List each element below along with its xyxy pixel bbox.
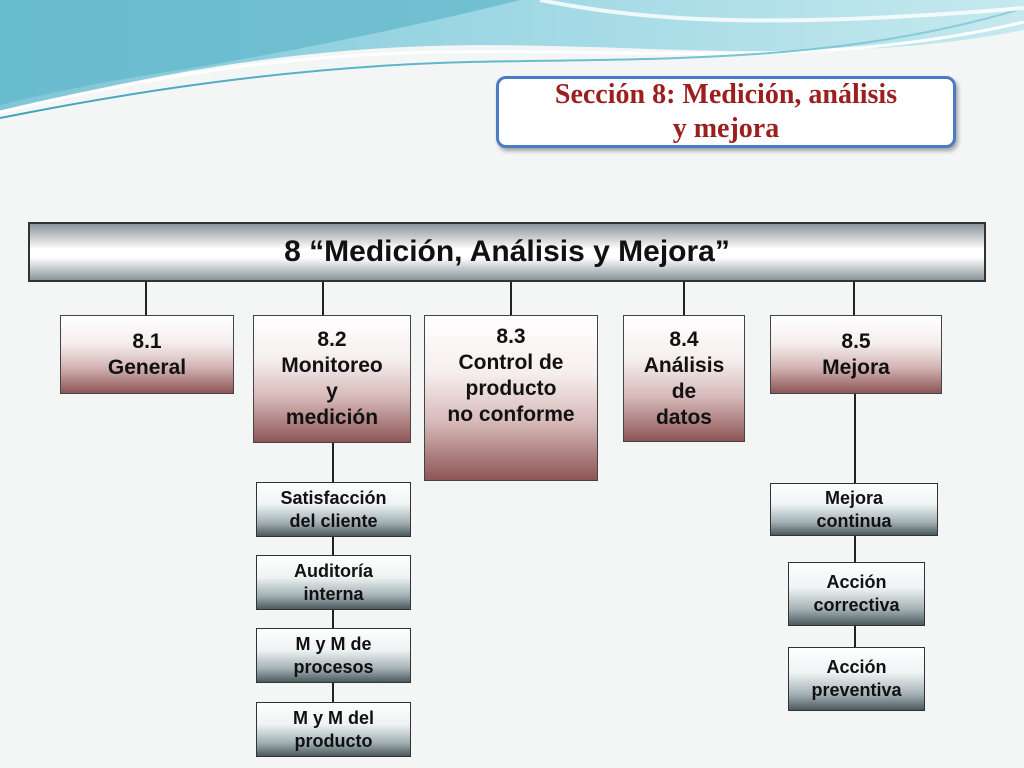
section-8-5-label: 8.5 Mejora xyxy=(822,329,890,379)
section-8-2-box: 8.2 Monitoreo y medición xyxy=(253,315,411,443)
section-8-5-box: 8.5 Mejora xyxy=(770,315,942,394)
connector-improvement-branch xyxy=(854,394,856,684)
monitoring-item-internal-audit: Auditoría interna xyxy=(256,555,411,610)
monitoring-item-customer-satisfaction: Satisfacción del cliente xyxy=(256,482,411,537)
connector-8-3 xyxy=(510,282,512,315)
slide-title: Sección 8: Medición, análisis y mejora xyxy=(496,76,956,148)
slide-title-text: Sección 8: Medición, análisis y mejora xyxy=(554,79,898,144)
monitoring-item-label: Satisfacción del cliente xyxy=(280,487,387,531)
connector-8-1 xyxy=(145,282,147,315)
section-8-1-label: 8.1 General xyxy=(107,329,187,379)
connector-8-5 xyxy=(853,282,855,315)
section-8-4-label: 8.4 Análisis de datos xyxy=(643,327,725,429)
section-8-4-box: 8.4 Análisis de datos xyxy=(623,315,745,442)
improvement-item-continuous: Mejora continua xyxy=(770,483,938,536)
root-node: 8 “Medición, Análisis y Mejora” xyxy=(28,222,986,282)
improvement-item-label: Acción preventiva xyxy=(811,657,902,700)
section-8-3-label: 8.3 Control de producto no conforme xyxy=(447,325,575,426)
monitoring-item-product-measurement: M y M del producto xyxy=(256,702,411,757)
connector-8-4 xyxy=(683,282,685,315)
section-8-1-box: 8.1 General xyxy=(60,315,234,394)
section-8-3-box: 8.3 Control de producto no conforme xyxy=(424,315,598,481)
section-8-2-label: 8.2 Monitoreo y medición xyxy=(281,328,383,429)
improvement-item-label: Acción correctiva xyxy=(813,572,900,615)
improvement-item-label: Mejora continua xyxy=(816,487,892,531)
monitoring-item-label: M y M de procesos xyxy=(293,633,374,677)
monitoring-item-process-measurement: M y M de procesos xyxy=(256,628,411,683)
improvement-item-preventive: Acción preventiva xyxy=(788,647,925,711)
improvement-item-corrective: Acción correctiva xyxy=(788,562,925,626)
monitoring-item-label: M y M del producto xyxy=(292,707,374,751)
root-node-label: 8 “Medición, Análisis y Mejora” xyxy=(284,235,730,268)
connector-8-2 xyxy=(322,282,324,315)
monitoring-item-label: Auditoría interna xyxy=(294,560,373,604)
